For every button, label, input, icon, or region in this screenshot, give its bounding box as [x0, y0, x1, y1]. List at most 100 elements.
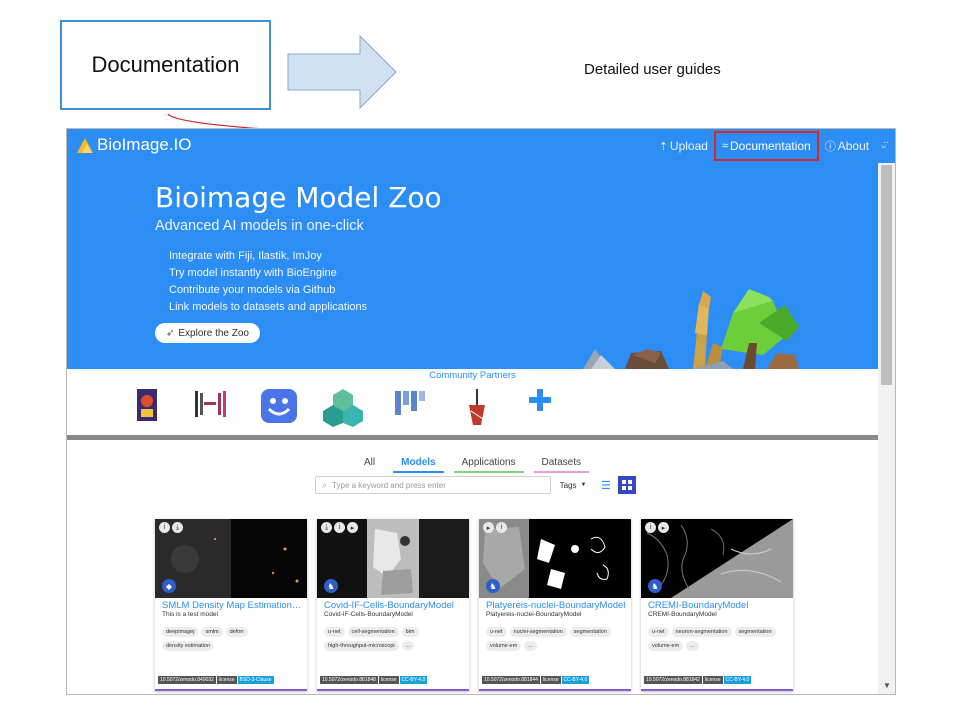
user-avatar-icon[interactable]: ᵕ̈	[881, 138, 886, 154]
doi-badge[interactable]: 10.5072/zenodo.881844	[482, 676, 540, 684]
tag[interactable]: u-net	[486, 627, 507, 637]
test-icon[interactable]: i	[159, 522, 170, 533]
nav-documentation[interactable]: ≈ Documentation	[713, 131, 819, 161]
doi-badge[interactable]: 10.5072/zenodo.849032	[158, 676, 216, 684]
tag[interactable]: density estimation	[162, 641, 215, 651]
annotation-description: Detailed user guides	[584, 61, 721, 78]
ilastik-logo-icon[interactable]	[323, 387, 365, 427]
info-icon: ⓘ	[824, 141, 836, 153]
card-badges: i ▸	[645, 522, 669, 533]
nav-about-label: About	[837, 139, 870, 153]
explore-zoo-button[interactable]: ➶ Explore the Zoo	[155, 323, 260, 343]
card-title[interactable]: Covid-IF-Cells-BoundaryModel	[324, 600, 454, 611]
card-title[interactable]: CREMI-BoundaryModel	[648, 600, 749, 611]
community-partners-title: Community Partners	[429, 370, 516, 381]
brand[interactable]: BioImage.IO	[75, 135, 192, 155]
hpa-logo-icon[interactable]	[191, 387, 233, 423]
tag[interactable]: ...	[401, 641, 415, 651]
nav-menu: ⇡ Upload ≈ Documentation ⓘ About ᵕ̈	[653, 129, 892, 163]
hero-title: Bioimage Model Zoo	[155, 181, 442, 214]
list-view-icon[interactable]: ☰	[601, 479, 611, 492]
download-icon[interactable]: ⤓	[172, 522, 183, 533]
test-icon[interactable]: i	[334, 522, 345, 533]
scrollbar[interactable]: ▼	[878, 163, 895, 694]
author-avatar-icon: ♞	[486, 579, 500, 593]
search-input[interactable]: ⌕ Type a keyword and press enter	[315, 476, 551, 494]
tag[interactable]: volume-em	[648, 641, 684, 651]
grid-view-icon[interactable]	[618, 476, 636, 494]
tag[interactable]: cell-segmentation	[347, 627, 399, 637]
chevron-down-icon: ▼	[580, 482, 587, 488]
tags-label: Tags	[559, 480, 577, 490]
card-title[interactable]: Platyereis-nuclei-BoundaryModel	[486, 600, 626, 611]
tab-datasets[interactable]: Datasets	[533, 455, 589, 473]
model-card[interactable]: ▸ i ♞ Platyereis-nuclei-BoundaryModel Pl…	[479, 519, 631, 691]
deepimagej-logo-icon[interactable]	[135, 387, 159, 423]
card-badges: i ⤓	[159, 522, 183, 533]
hero-banner: Bioimage Model Zoo Advanced AI models in…	[67, 163, 878, 369]
zerocostdl4mic-logo-icon[interactable]	[465, 387, 489, 427]
tags-dropdown[interactable]: Tags ▼	[555, 476, 591, 494]
arrow-right-icon	[287, 34, 397, 110]
card-thumbnail: ⤓ i ▸ ♞	[317, 519, 469, 598]
model-card[interactable]: ⤓ i ▸ ♞ Covid-IF-Cells-BoundaryModel Cov…	[317, 519, 469, 691]
test-icon[interactable]: i	[645, 522, 656, 533]
scrollbar-thumb[interactable]	[881, 165, 892, 385]
run-icon[interactable]: ▸	[658, 522, 669, 533]
imjoy-logo-icon[interactable]	[259, 387, 299, 425]
model-card[interactable]: i ⤓ ◆ SMLM Density Map Estimation ... Th…	[155, 519, 307, 691]
tag[interactable]: deepimagej	[162, 627, 199, 637]
low-poly-animals-illustration	[583, 289, 799, 369]
resource-type-tabs: All Models Applications Datasets	[67, 455, 878, 473]
model-card[interactable]: i ▸ ♞ CREMI-BoundaryModel CREMI-Boundary…	[641, 519, 793, 691]
tag[interactable]: ...	[524, 641, 537, 651]
tag[interactable]: nuclei-segmentation	[509, 627, 567, 637]
card-title[interactable]: SMLM Density Map Estimation ...	[162, 600, 302, 611]
tag[interactable]: high-throughput-microscopi	[324, 641, 399, 651]
doi-badge[interactable]: 10.5072/zenodo.881842	[644, 676, 702, 684]
feature-item: Contribute your models via Github	[169, 284, 336, 296]
feature-item: Link models to datasets and applications	[169, 301, 368, 313]
tab-models[interactable]: Models	[393, 455, 444, 473]
test-icon[interactable]: i	[496, 522, 507, 533]
card-badges: ⤓ i ▸	[321, 522, 358, 533]
run-icon[interactable]: ▸	[483, 522, 494, 533]
nav-upload[interactable]: ⇡ Upload	[653, 139, 714, 153]
tag[interactable]: bim	[401, 627, 419, 637]
app-window: BioImage.IO ⇡ Upload ≈ Documentation ⓘ A…	[66, 128, 896, 695]
scroll-down-arrow-icon[interactable]: ▼	[883, 681, 891, 690]
license-label: license	[378, 676, 399, 684]
card-tags: u-net nuclei-segmentation segmentation v…	[486, 627, 626, 651]
add-partner-plus-icon[interactable]	[527, 387, 553, 413]
navbar: BioImage.IO ⇡ Upload ≈ Documentation ⓘ A…	[67, 129, 895, 163]
nav-documentation-label: Documentation	[730, 139, 811, 153]
callout-label: Documentation	[91, 52, 240, 77]
card-tags: deepimagej smlm deforr density estimatio…	[162, 627, 302, 651]
tag[interactable]: u-net	[324, 627, 345, 637]
fiji-logo-icon[interactable]	[393, 387, 427, 421]
card-footer: 10.5072/zenodo.881844 license CC-BY-4.0	[482, 676, 590, 684]
tag[interactable]: segmentation	[569, 627, 611, 637]
tab-applications[interactable]: Applications	[453, 455, 524, 473]
brand-name: BioImage.IO	[97, 135, 192, 154]
tab-all[interactable]: All	[364, 457, 376, 468]
license-label: license	[216, 676, 237, 684]
tag[interactable]: neuron-segmentation	[671, 627, 732, 637]
tag[interactable]: u-net	[648, 627, 669, 637]
license-badge: CC-BY-4.0	[561, 676, 590, 684]
tag[interactable]: volume-em	[486, 641, 522, 651]
tag[interactable]: ...	[686, 641, 699, 651]
bioimage-logo-icon	[77, 138, 93, 153]
tag[interactable]: smlm	[201, 627, 223, 637]
nav-about[interactable]: ⓘ About	[819, 138, 875, 154]
feature-item: Integrate with Fiji, Ilastik, ImJoy	[169, 250, 322, 262]
documentation-callout: Documentation	[60, 20, 271, 110]
run-icon[interactable]: ▸	[347, 522, 358, 533]
license-label: license	[540, 676, 561, 684]
tag[interactable]: deforr	[225, 627, 248, 637]
tag[interactable]: segmentation	[734, 627, 776, 637]
license-badge: CC-BY-4.0	[399, 676, 428, 684]
rocket-icon: ➶	[166, 327, 175, 339]
doi-badge[interactable]: 10.5072/zenodo.881848	[320, 676, 378, 684]
download-icon[interactable]: ⤓	[321, 522, 332, 533]
